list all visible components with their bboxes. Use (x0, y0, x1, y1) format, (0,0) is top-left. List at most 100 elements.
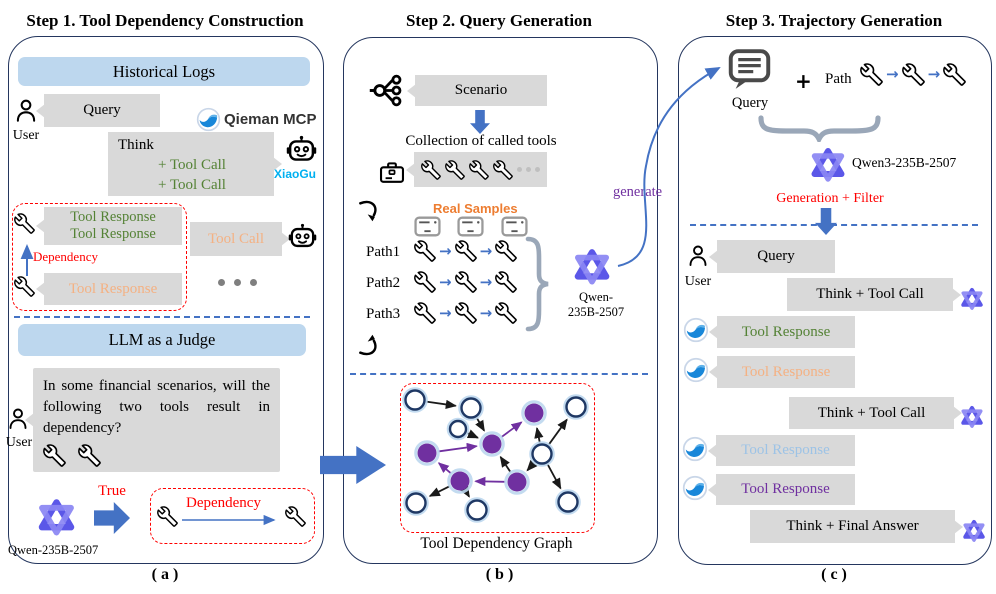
graph-node-purple (524, 403, 544, 423)
wrench-icon (414, 302, 436, 324)
graph-node-halo (521, 400, 547, 426)
graph-edge (474, 476, 506, 487)
graph-edge (500, 421, 523, 438)
qwen-logo-icon (959, 286, 985, 312)
hierarchy-icon (369, 72, 406, 109)
paths-brace (525, 236, 549, 332)
message-text: Query (757, 248, 795, 264)
graph-node-purple (482, 434, 502, 454)
historical-logs-header: Historical Logs (18, 57, 310, 86)
model-label-line1: Qwen- (578, 290, 613, 304)
divider-dashed (350, 373, 648, 375)
dependency-result-label: Dependency (186, 495, 261, 511)
curved-arrow-icon (356, 199, 382, 225)
message-text: Think + Tool Call (816, 286, 924, 302)
wrench-icon (455, 240, 477, 262)
graph-node-purple (507, 472, 527, 492)
graph-node-halo (504, 469, 530, 495)
user-label: User (684, 274, 712, 289)
wrench-icon (285, 506, 306, 527)
true-label: True (98, 483, 126, 499)
graph-node-halo (479, 431, 505, 457)
graph-node-white (448, 419, 468, 439)
wrench-icon (414, 271, 436, 293)
wrench-icon (469, 160, 489, 180)
qwen-logo-icon (961, 518, 987, 544)
dependency-result-box (150, 488, 315, 544)
graph-edge (534, 426, 544, 443)
message-bubble: Tool Response (709, 356, 855, 388)
divider-dashed (14, 316, 310, 318)
think-toolcall-bubble: Think + Tool Call + Tool Call (108, 132, 282, 196)
scenario-bubble: Scenario (407, 75, 547, 106)
tool-dependency-graph (402, 387, 589, 523)
graph-node-white (460, 397, 482, 419)
wrench-icon (14, 213, 35, 234)
wrench-icon (78, 444, 101, 467)
message-bubble: Think + Tool Call (787, 278, 961, 311)
chat-message-icon (727, 46, 772, 92)
tool-response-orange-bubble: Tool Response (36, 273, 182, 305)
graph-node-halo (563, 394, 589, 420)
qieman-logo-icon (682, 475, 708, 501)
wrench-icon (421, 160, 441, 180)
path3-tool-chain: → → (414, 302, 517, 324)
dependency-graph-box (400, 383, 595, 533)
step2-title: Step 2. Query Generation (405, 11, 593, 30)
message-text: Think + Final Answer (786, 518, 919, 534)
generate-label: generate (613, 184, 663, 200)
tool-response-green-bubble: Tool Response Tool Response (36, 207, 182, 245)
graph-edge (437, 462, 452, 475)
message-text: Tool Response (741, 363, 831, 380)
message-text: Tool Response (741, 442, 830, 458)
window-icon (457, 216, 484, 237)
message-bubble: Think + Tool Call (789, 397, 962, 429)
model-label-line2: 235B-2507 (567, 305, 625, 319)
caption-b: ( b ) (485, 566, 514, 583)
qwen-logo-icon (808, 145, 848, 185)
path-label: Path (825, 71, 852, 87)
graph-node-halo (446, 417, 470, 441)
tool-call-bubble: Tool Call (190, 222, 290, 256)
graph-node-halo (414, 440, 440, 466)
graph-node-halo (403, 490, 429, 516)
tool-response-line-1: Tool Response (70, 209, 156, 225)
judge-question-text: In some financial scenarios, will the fo… (43, 378, 270, 436)
graph-node-white (557, 491, 579, 513)
graph-caption: Tool Dependency Graph (420, 535, 573, 552)
query-icon-label: Query (731, 95, 769, 111)
plus-sign: + (795, 69, 812, 93)
wrench-icon (495, 240, 517, 262)
wrench-icon (14, 276, 35, 297)
llm-judge-label: LLM as a Judge (108, 330, 216, 349)
real-samples-label: Real Samples (433, 201, 518, 216)
message-bubble: Tool Response (709, 316, 855, 348)
graph-edge (428, 485, 451, 497)
tool-call-label: Tool Call (207, 230, 265, 247)
top-tool-chain: → → (860, 63, 966, 86)
graph-edge (546, 463, 562, 490)
graph-node-purple (417, 443, 437, 463)
dependency-label: Dependency (33, 249, 98, 264)
user-label: User (5, 435, 33, 450)
graph-node-white (565, 396, 587, 418)
qwen-logo-icon (571, 246, 613, 288)
graph-edge (548, 418, 568, 446)
graph-node-white (531, 443, 553, 465)
caption-c: ( c ) (821, 566, 847, 583)
graph-node-white (404, 389, 426, 411)
graph-edge (426, 399, 457, 410)
step1-title: Step 1. Tool Dependency Construction (26, 11, 304, 30)
graph-node-white (405, 492, 427, 514)
ellipsis-dots (218, 279, 257, 286)
wrench-icon (902, 63, 925, 86)
graph-edge (466, 429, 479, 439)
scenario-label: Scenario (454, 82, 508, 98)
user-label: User (12, 128, 40, 143)
qieman-logo-icon (196, 107, 221, 132)
qwen-logo-icon (35, 496, 78, 539)
graph-node-purple (450, 471, 470, 491)
inputs-brace (758, 115, 881, 142)
toolbox-icon (378, 158, 406, 186)
